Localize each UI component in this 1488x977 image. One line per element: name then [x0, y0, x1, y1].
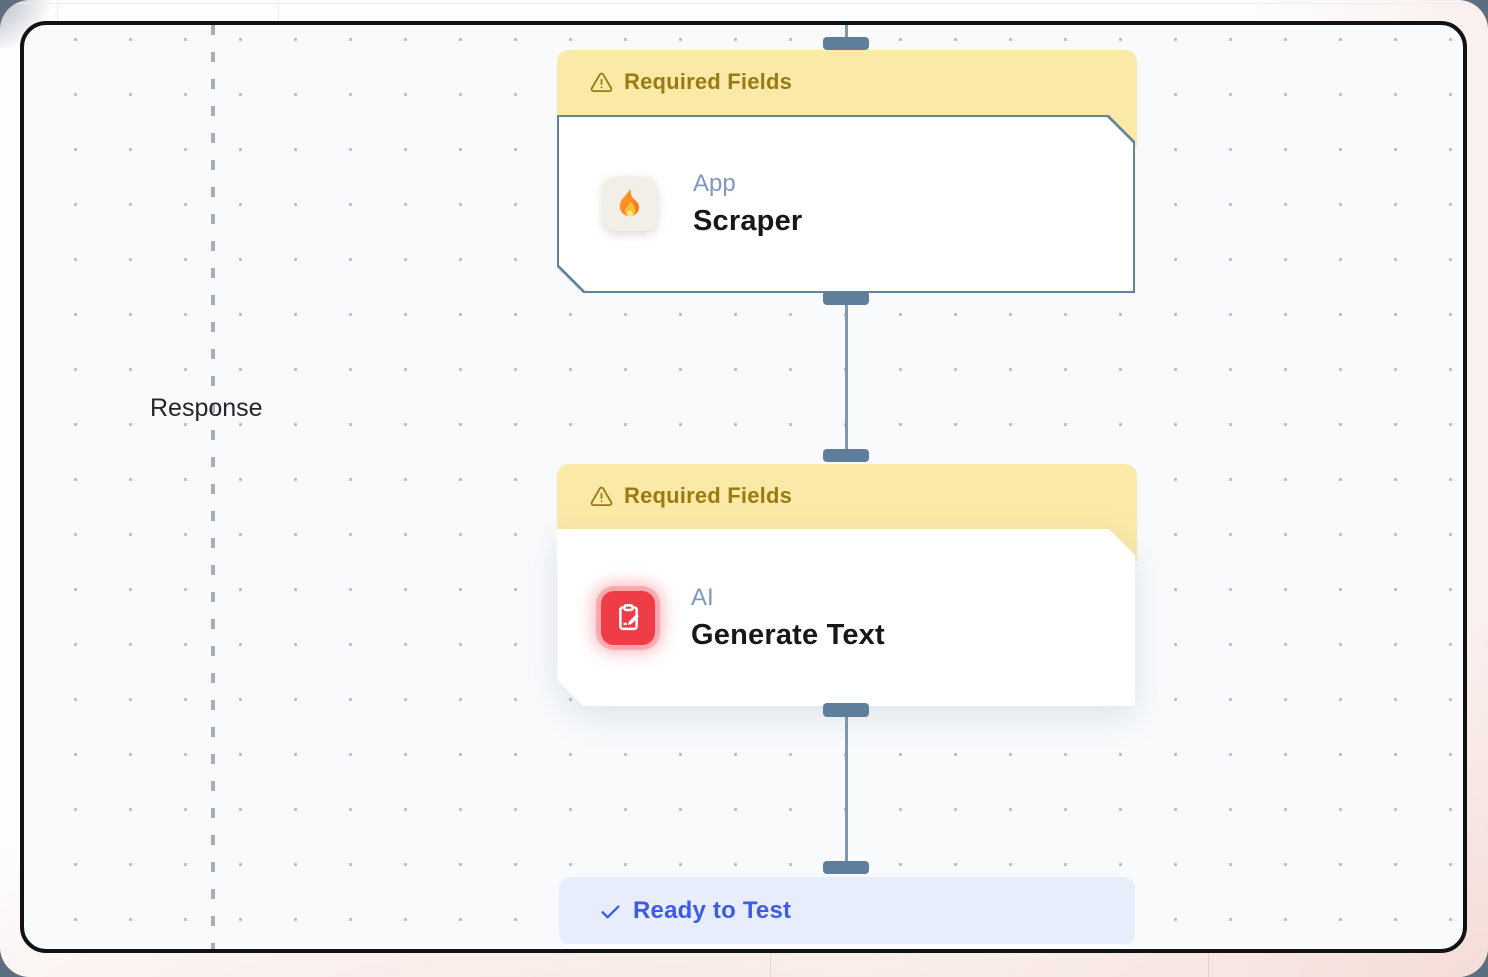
node-ready-card-edge[interactable]: [561, 944, 1133, 949]
background-gridline: [278, 0, 279, 21]
warning-icon: [590, 486, 613, 506]
app-icon-box: [603, 177, 657, 231]
fire-icon: [612, 186, 648, 222]
node-category-label: AI: [691, 583, 714, 611]
connector-line: [845, 709, 848, 864]
ai-icon-box: [601, 591, 655, 645]
response-label: Response: [150, 394, 263, 422]
node-selected-border: App Scraper: [557, 115, 1135, 293]
node-status-label: Required Fields: [624, 69, 793, 94]
node-category-label: App: [693, 170, 736, 197]
node-status-label: Ready to Test: [633, 897, 792, 924]
node-generate-text[interactable]: AI Generate Text: [557, 529, 1135, 706]
connection-handle[interactable]: [823, 703, 869, 717]
warning-icon: [590, 72, 613, 92]
background-gridline: [0, 3, 1488, 4]
response-divider-line: [211, 25, 215, 949]
canvas-frame: Response Required Fields: [20, 21, 1467, 953]
ready-to-test-badge: Ready to Test: [559, 877, 1135, 945]
connection-handle[interactable]: [823, 861, 869, 874]
background-gridline: [57, 0, 58, 21]
connector-line: [845, 297, 848, 452]
connector-line: [845, 25, 848, 40]
workflow-canvas[interactable]: Response Required Fields: [24, 25, 1463, 949]
background-gridline: [770, 953, 771, 977]
connection-handle[interactable]: [823, 449, 869, 462]
node-status-label: Required Fields: [624, 483, 793, 508]
connection-handle[interactable]: [823, 37, 869, 50]
background-gridline: [1208, 953, 1209, 977]
connection-handle[interactable]: [823, 291, 869, 305]
node-scraper[interactable]: App Scraper: [557, 115, 1135, 293]
node-title: Generate Text: [691, 618, 885, 651]
node-title: Scraper: [693, 205, 803, 237]
check-icon: [601, 904, 620, 918]
clipboard-pen-icon: [613, 602, 644, 633]
